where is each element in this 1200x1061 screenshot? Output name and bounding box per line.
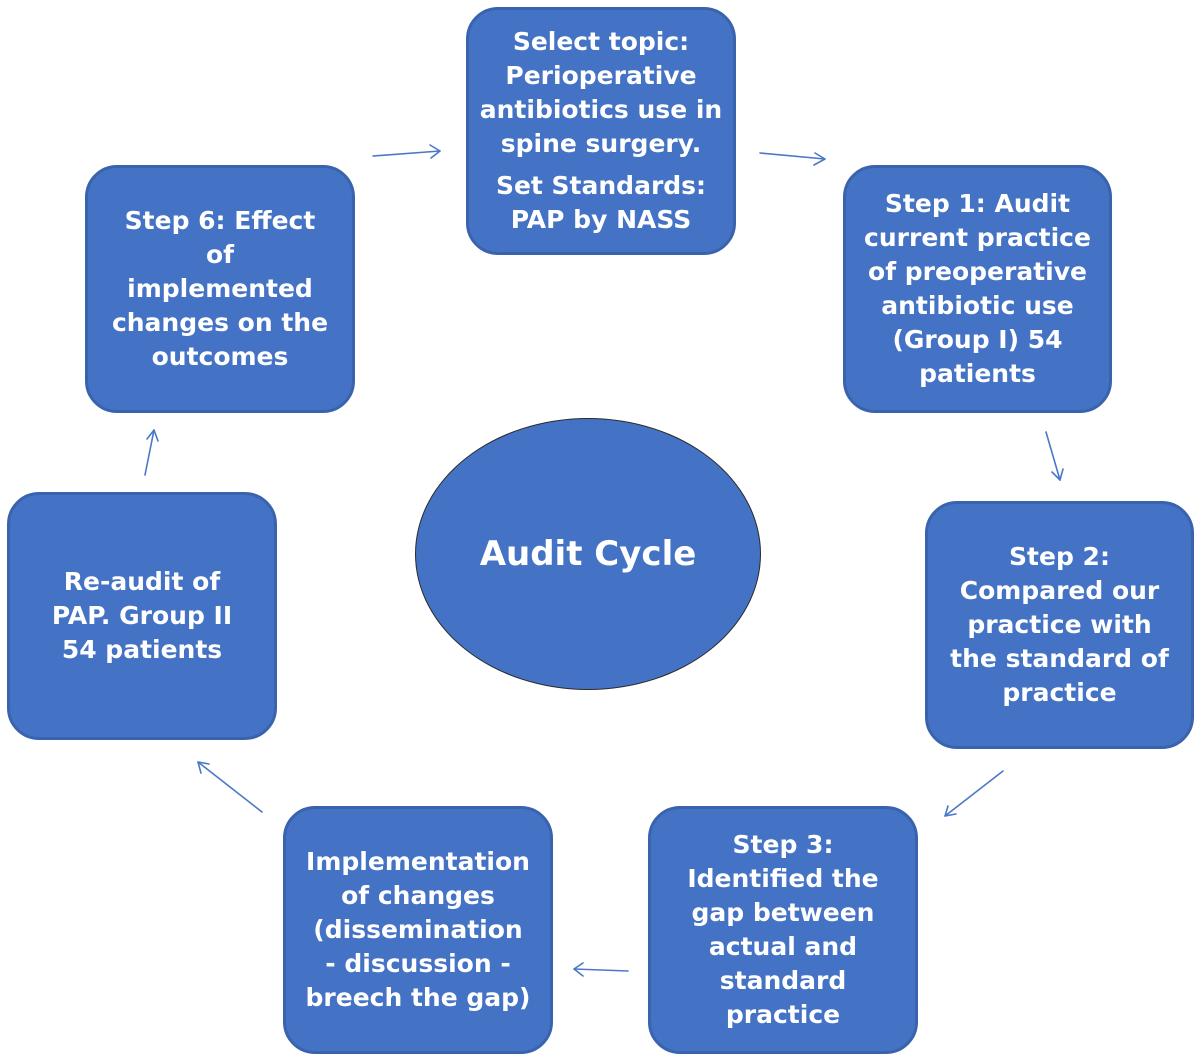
implementation-box: Implementation of changes (dissemination… xyxy=(283,806,553,1054)
arrow-topic-to-step1 xyxy=(759,152,826,166)
re-audit-box: Re-audit of PAP. Group II 54 patients xyxy=(7,492,277,740)
implementation-text: Implementation of changes (dissemination… xyxy=(305,847,531,1012)
step-3-box: Step 3: Identified the gap between actua… xyxy=(648,806,918,1054)
step-6-text: Step 6: Effect of implemented changes on… xyxy=(111,206,329,371)
re-audit-text: Re-audit of PAP. Group II 54 patients xyxy=(51,567,233,664)
select-topic-text: Select topic: Perioperative antibiotics … xyxy=(479,27,723,158)
arrow-step1-to-step2 xyxy=(1045,431,1064,481)
audit-cycle-label: Audit Cycle xyxy=(479,534,697,574)
arrow-step6-to-topic xyxy=(372,144,441,159)
arrow-step3-to-implementation xyxy=(573,962,629,977)
arrow-step2-to-step3 xyxy=(944,770,1004,817)
step-2-box: Step 2: Compared our practice with the s… xyxy=(925,501,1194,749)
set-standards-text: Set Standards: PAP by NASS xyxy=(495,171,707,234)
step-2-text: Step 2: Compared our practice with the s… xyxy=(950,542,1169,707)
step-1-box: Step 1: Audit current practice of preope… xyxy=(843,165,1112,413)
step-3-text: Step 3: Identified the gap between actua… xyxy=(687,830,879,1029)
arrow-reaudit-to-step6 xyxy=(144,429,159,476)
step-6-box: Step 6: Effect of implemented changes on… xyxy=(85,165,355,413)
audit-cycle-circle: Audit Cycle xyxy=(415,418,761,690)
arrow-implementation-to-reaudit xyxy=(197,761,263,813)
step-1-text: Step 1: Audit current practice of preope… xyxy=(864,189,1091,388)
select-topic-box: Select topic: Perioperative antibiotics … xyxy=(466,7,736,255)
